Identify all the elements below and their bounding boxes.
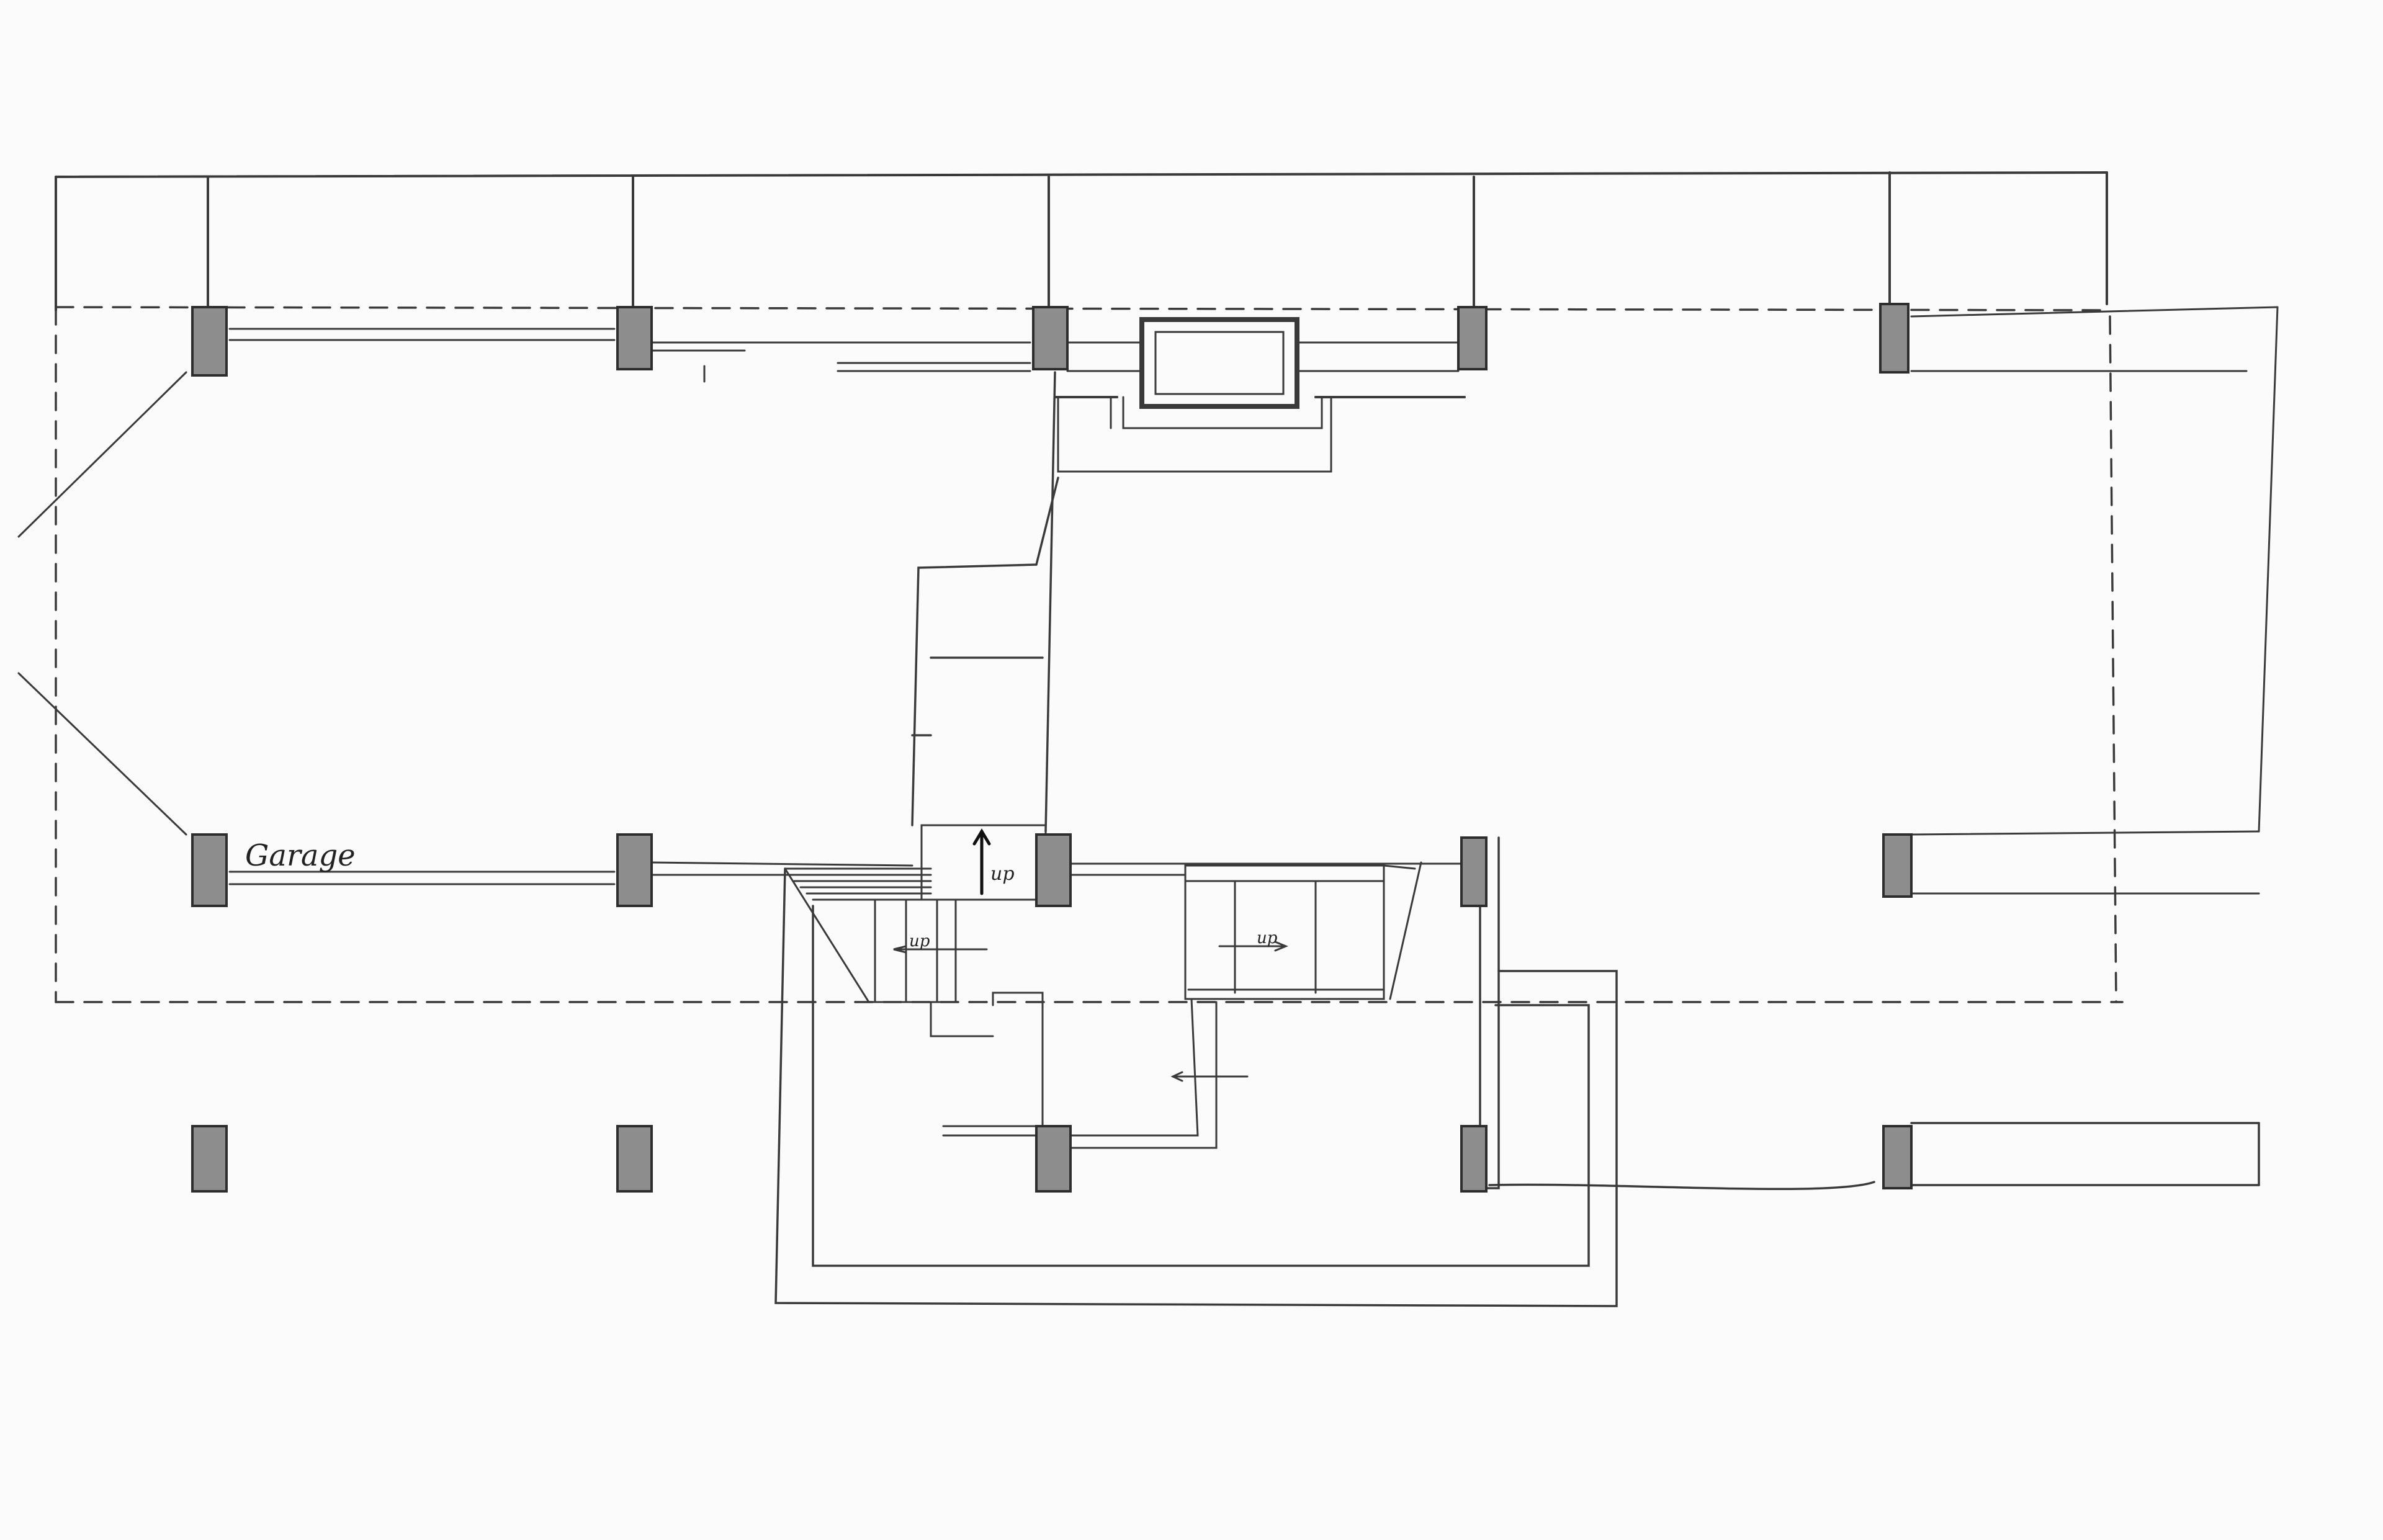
column xyxy=(1035,833,1072,907)
column xyxy=(1882,833,1913,898)
column xyxy=(1460,836,1488,907)
columns xyxy=(191,303,1913,1193)
column xyxy=(1882,1125,1913,1189)
right-stair xyxy=(1184,861,1422,1000)
column xyxy=(1035,1125,1072,1193)
fireplace xyxy=(1054,317,1466,473)
top-overhang-outline xyxy=(55,171,2108,311)
central-corridor xyxy=(911,371,1059,833)
lower-core xyxy=(930,992,1249,1149)
left-stair xyxy=(784,824,1047,1003)
middle-wall xyxy=(228,830,2260,895)
column xyxy=(1460,1125,1488,1193)
stair-up-label: up xyxy=(909,932,930,951)
garage-label: Garage xyxy=(245,838,356,873)
top-wall xyxy=(228,306,2279,833)
up-arrow-icon xyxy=(972,828,991,895)
lower-enclosure xyxy=(774,836,2260,1307)
column xyxy=(1879,303,1910,374)
stair-up-label: up xyxy=(990,863,1015,885)
column xyxy=(616,306,653,370)
column xyxy=(616,833,653,907)
column xyxy=(1032,306,1069,370)
column xyxy=(191,1125,228,1193)
column xyxy=(191,306,228,377)
column xyxy=(616,1125,653,1193)
column xyxy=(191,833,228,907)
left-diagonals xyxy=(17,371,187,836)
stair-up-label: up xyxy=(1257,929,1278,947)
column xyxy=(1457,306,1488,370)
dashed-footprint xyxy=(55,306,2124,1003)
